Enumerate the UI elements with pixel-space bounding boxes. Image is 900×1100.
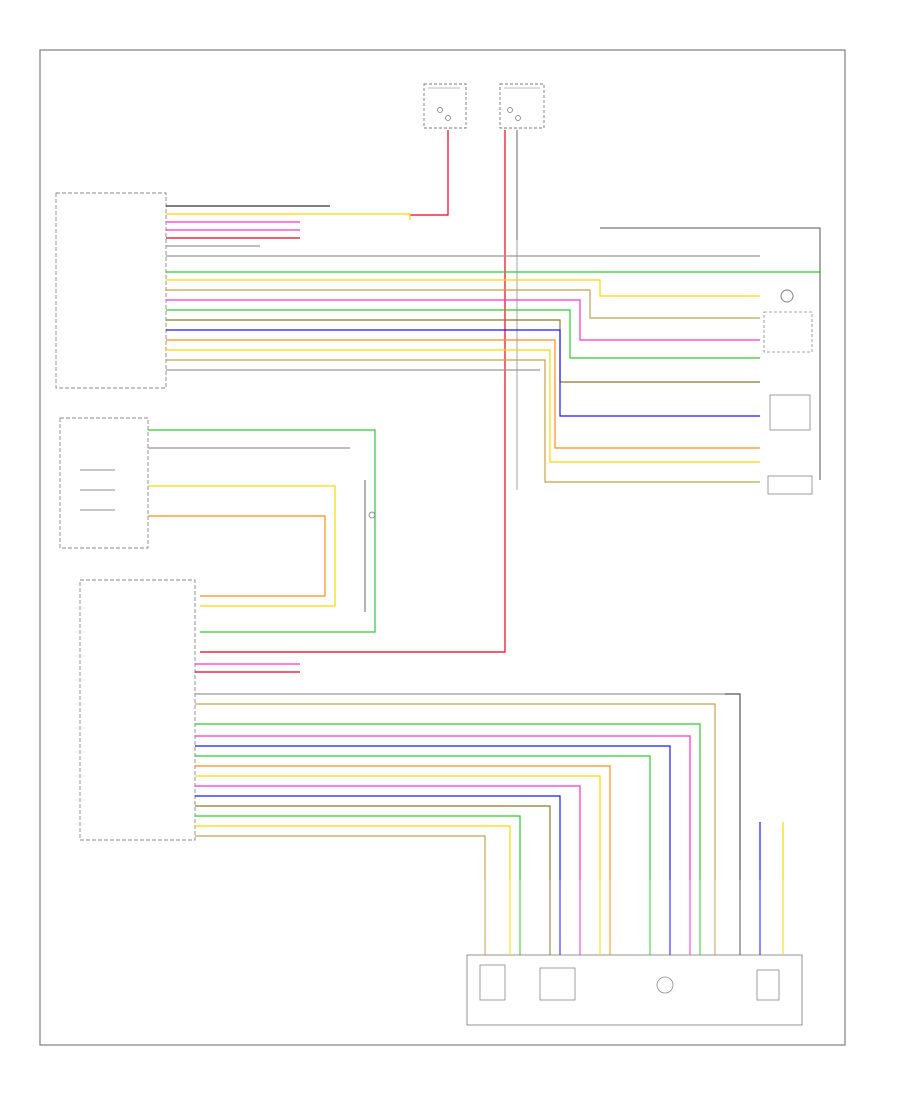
top-left-connector xyxy=(423,83,467,129)
upper-module xyxy=(55,192,167,389)
upper-wire-bundle xyxy=(166,205,820,483)
wire-red-main xyxy=(200,130,506,653)
splice-ground-upper xyxy=(600,227,821,480)
splice-ground-lower xyxy=(364,480,376,612)
top-right-connector xyxy=(499,83,545,129)
lower-wire-bundle xyxy=(195,663,784,880)
bottom-actuator-group xyxy=(466,954,803,1026)
right-actuator-group xyxy=(763,289,813,495)
diagram-frame xyxy=(39,49,846,1046)
left-switch xyxy=(59,417,149,549)
lower-module xyxy=(79,579,196,841)
wire-red-top xyxy=(410,130,449,216)
switch-wire-bundle xyxy=(148,429,376,633)
bottom-wire-drops xyxy=(484,880,784,955)
